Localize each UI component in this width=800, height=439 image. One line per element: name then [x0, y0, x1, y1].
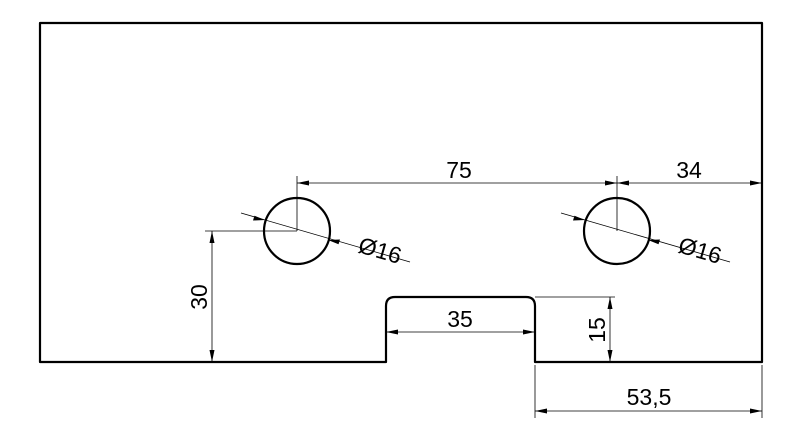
dimension-hole-to-edge: 34 — [617, 157, 762, 186]
dimension-slot-width: 35 — [386, 306, 535, 335]
part-outline — [38, 21, 764, 364]
dim-diameter-left-label: Ø16 — [356, 232, 405, 269]
dim-53-5-label: 53,5 — [627, 384, 672, 410]
dimension-hole-height: 30 — [186, 231, 215, 362]
dimension-hole-spacing: 75 — [297, 157, 617, 186]
dim-30-label: 30 — [186, 284, 212, 310]
dim-34-label: 34 — [676, 157, 702, 183]
dimension-slot-depth: 15 — [584, 297, 613, 362]
dim-35-label: 35 — [447, 306, 473, 332]
dim-15-label: 15 — [584, 317, 610, 343]
dim-diameter-right-label: Ø16 — [676, 232, 725, 269]
extension-lines — [205, 176, 763, 418]
dim-75-label: 75 — [446, 157, 472, 183]
dimension-slot-to-edge: 53,5 — [535, 384, 762, 414]
